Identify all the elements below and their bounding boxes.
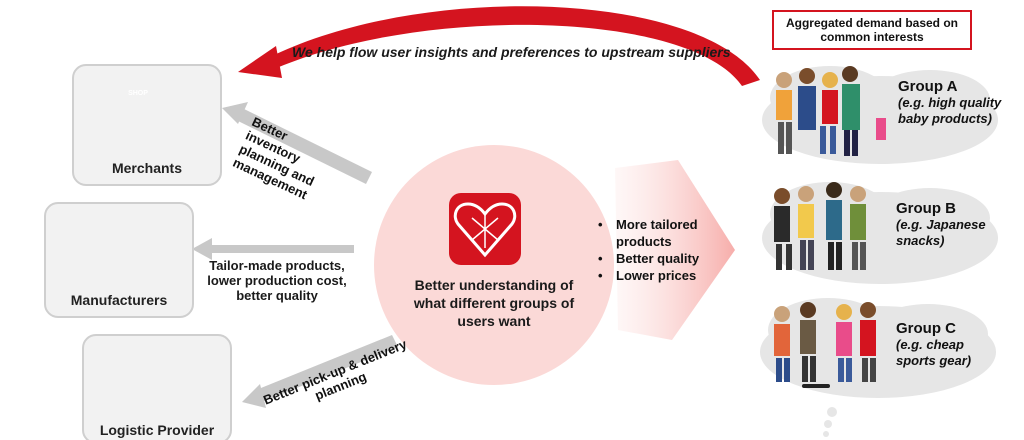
gray-arrow-logistic <box>242 335 398 408</box>
flow-fan <box>615 160 735 340</box>
manufacturers-box: Manufacturers <box>44 202 194 318</box>
people-icon-group-a <box>776 66 886 156</box>
user-benefit-item: •More tailored products <box>598 217 698 249</box>
group-c-label: Group C (e.g. cheap sports gear) <box>896 320 1006 369</box>
gray-arrow-manufacturers <box>192 238 354 260</box>
manufacturers-benefit: Tailor-made products, lower production c… <box>207 258 347 303</box>
feedback-arrow-body <box>268 6 760 86</box>
logistic-provider-box: Logistic Provider <box>82 334 232 440</box>
people-icon-group-c <box>774 302 876 388</box>
merchants-box: Merchants <box>72 64 222 186</box>
top-caption: We help flow user insights and preferenc… <box>292 44 731 60</box>
people-icon-group-b <box>774 182 866 270</box>
manufacturers-label: Manufacturers <box>70 292 168 308</box>
cloud-group-c <box>760 298 996 398</box>
merchants-label: Merchants <box>111 160 183 176</box>
group-a-desc: (e.g. high quality baby products) <box>898 95 1002 126</box>
cloud-dots <box>823 407 837 437</box>
group-c-name: Group C <box>896 320 956 337</box>
logistic-provider-label: Logistic Provider <box>99 422 215 438</box>
gray-arrow-merchants <box>222 102 372 184</box>
user-benefit-item: •Better quality <box>598 251 700 266</box>
group-c-desc: (e.g. cheap sports gear) <box>896 337 972 368</box>
group-a-name: Group A <box>898 78 958 95</box>
user-benefit-item: •Lower prices <box>598 268 697 283</box>
center-text: Better understanding of what different g… <box>413 277 575 329</box>
aggregated-demand-label: Aggregated demand based on common intere… <box>785 16 959 44</box>
heart-logo-icon <box>449 193 521 265</box>
group-b-name: Group B <box>896 200 956 217</box>
group-b-desc: (e.g. Japanese snacks) <box>896 217 986 248</box>
aggregated-demand-box: Aggregated demand based on common intere… <box>772 10 972 50</box>
group-a-label: Group A (e.g. high quality baby products… <box>898 78 1018 127</box>
feedback-arrow-head <box>238 46 282 78</box>
shop-sign-text: SHOP <box>128 90 148 97</box>
group-b-label: Group B (e.g. Japanese snacks) <box>896 200 992 249</box>
user-benefits-list: •More tailored products •Better quality … <box>598 216 748 284</box>
